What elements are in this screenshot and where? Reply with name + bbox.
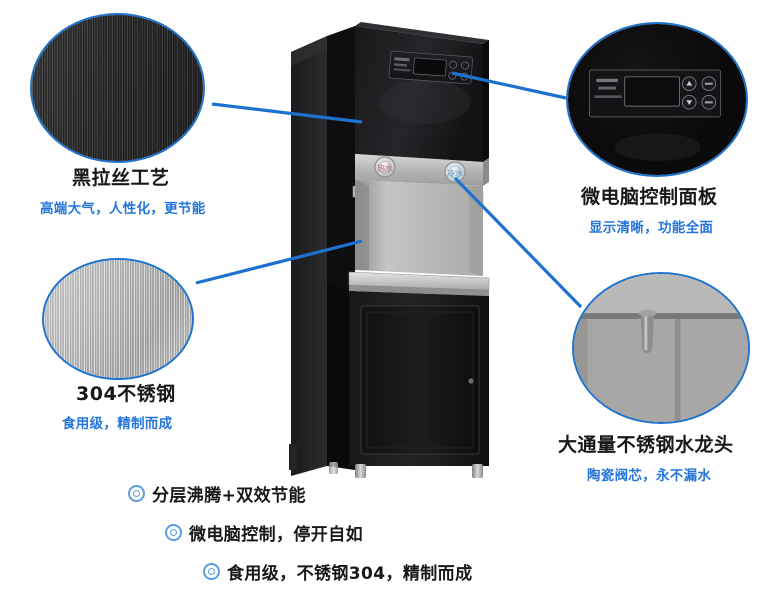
faucet-spout-highlight bbox=[644, 315, 648, 351]
control-panel-button-a[interactable] bbox=[461, 61, 470, 70]
closeup-function-label-a bbox=[704, 82, 713, 85]
faucet-lower-panel bbox=[574, 318, 748, 422]
product-cold-knob[interactable]: 冷水 bbox=[444, 161, 466, 183]
product-alcove-right-wall bbox=[469, 186, 483, 276]
control-panel-fine-text bbox=[393, 68, 411, 72]
double-circle-bullet-icon bbox=[203, 563, 220, 580]
product-alcove-left-wall bbox=[355, 180, 369, 270]
product-control-panel[interactable] bbox=[388, 50, 474, 85]
product-rear-top bbox=[291, 36, 327, 66]
control-panel-logo-text bbox=[394, 57, 410, 62]
product-cabinet-door[interactable] bbox=[360, 305, 480, 455]
feature-label-3: 食用级，不锈钢304，精制而成 bbox=[227, 564, 473, 584]
callout-subtitle-faucet: 陶瓷阀芯，永不漏水 bbox=[587, 468, 712, 484]
feature-item-1: 分层沸腾+双效节能 bbox=[128, 481, 306, 506]
control-panel-button-b[interactable] bbox=[460, 72, 469, 81]
product-image: 热水 冷水 bbox=[289, 22, 490, 478]
callout-subtitle-brushed-black: 高端大气，人性化，更节能 bbox=[40, 201, 206, 217]
brushed-black-texture bbox=[32, 15, 203, 161]
closeup-up-arrow-icon bbox=[686, 80, 693, 86]
product-top-unit-side bbox=[483, 40, 489, 162]
closeup-panel-brand-line1 bbox=[596, 78, 618, 83]
feature-item-3: 食用级，不锈钢304，精制而成 bbox=[203, 559, 473, 584]
svg-text:冷水: 冷水 bbox=[447, 168, 463, 178]
callout-swatch-control-panel bbox=[566, 22, 748, 177]
control-panel-sub-text bbox=[393, 63, 408, 67]
faucet-panel-left-edge bbox=[574, 318, 588, 422]
control-panel-display bbox=[413, 57, 447, 77]
faucet-upper-panel bbox=[574, 274, 748, 316]
faucet-panel-seam bbox=[674, 318, 681, 422]
closeup-panel-display bbox=[624, 76, 680, 107]
callout-swatch-stainless-304 bbox=[42, 258, 194, 380]
callout-title-stainless-304: 304不锈钢 bbox=[76, 383, 176, 405]
callout-subtitle-control-panel: 显示清晰，功能全面 bbox=[589, 220, 714, 236]
product-foot-left bbox=[355, 464, 366, 478]
product-top-unit-top bbox=[355, 22, 489, 44]
callout-subtitle-stainless-304: 食用级，精制而成 bbox=[62, 416, 173, 432]
product-top-unit-sheen bbox=[379, 80, 471, 124]
product-rear-column bbox=[291, 36, 327, 476]
control-panel-closeup-art bbox=[589, 69, 722, 161]
product-foot-right bbox=[472, 464, 483, 478]
product-rear-foot bbox=[289, 444, 297, 470]
faucet-closeup-art bbox=[574, 274, 748, 422]
svg-text:热水: 热水 bbox=[377, 163, 393, 173]
double-circle-bullet-icon bbox=[128, 485, 145, 502]
faucet-bar-shadow bbox=[574, 313, 748, 319]
double-circle-bullet-icon bbox=[165, 524, 182, 541]
feature-label-2: 微电脑控制，停开自如 bbox=[189, 525, 363, 545]
control-panel-up-button[interactable] bbox=[449, 60, 458, 69]
closeup-panel-brand-line3 bbox=[594, 95, 622, 98]
control-panel-down-button[interactable] bbox=[448, 71, 457, 80]
callout-swatch-faucet bbox=[572, 272, 750, 424]
product-alcove bbox=[355, 180, 483, 276]
product-faucet-band-side bbox=[483, 158, 489, 186]
callout-title-faucet: 大通量不锈钢水龙头 bbox=[558, 434, 734, 456]
faucet-spout-base bbox=[638, 309, 657, 317]
product-cabinet-lock[interactable] bbox=[468, 378, 474, 384]
closeup-panel-reflection bbox=[614, 133, 701, 161]
callout-title-brushed-black: 黑拉丝工艺 bbox=[72, 167, 170, 189]
callout-title-control-panel: 微电脑控制面板 bbox=[581, 186, 718, 208]
callout-swatch-brushed-black bbox=[30, 13, 205, 163]
product-cabinet-side bbox=[327, 284, 349, 466]
product-hot-knob[interactable]: 热水 bbox=[374, 156, 396, 178]
closeup-panel-brand-line2 bbox=[598, 86, 616, 90]
stainless-304-texture bbox=[44, 260, 192, 378]
product-foot-rear bbox=[329, 462, 338, 474]
closeup-down-arrow-icon bbox=[686, 100, 693, 106]
feature-label-1: 分层沸腾+双效节能 bbox=[152, 486, 306, 506]
closeup-function-label-b bbox=[704, 101, 713, 104]
feature-item-2: 微电脑控制，停开自如 bbox=[165, 520, 363, 545]
